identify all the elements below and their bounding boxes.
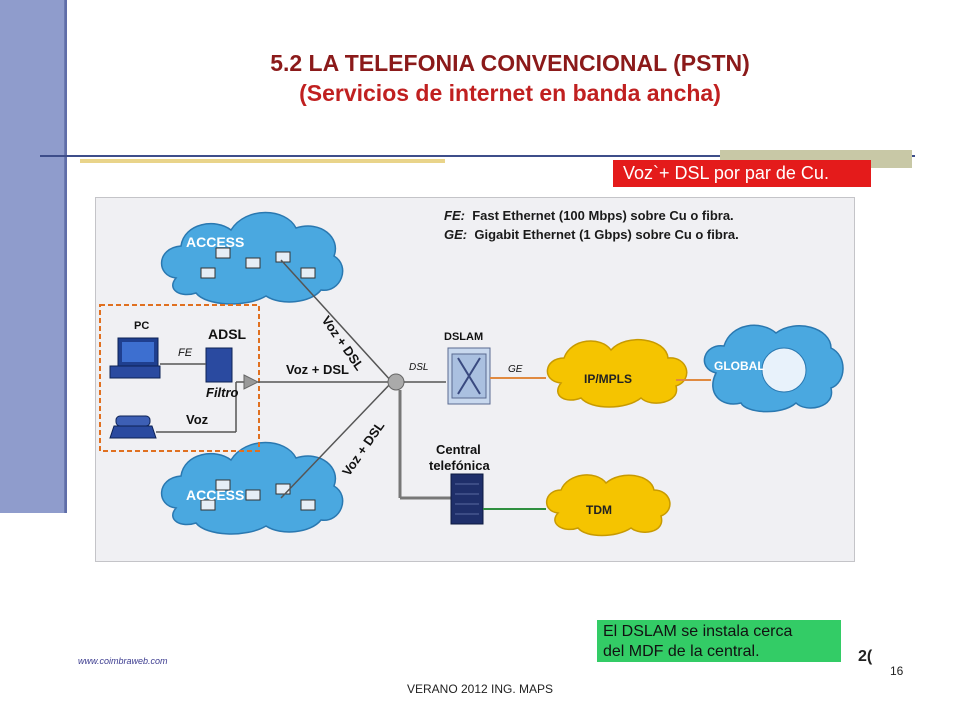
dslam-note-line2: del MDF de la central. (603, 643, 760, 660)
fe-label: FE (178, 347, 193, 359)
network-diagram: FE: Fast Ethernet (100 Mbps) sobre Cu o … (95, 197, 855, 562)
central-office-icon (450, 473, 484, 525)
dsl-label: DSL (409, 362, 429, 373)
dslam-icon (447, 347, 491, 405)
dslam-label: DSLAM (444, 331, 484, 343)
dslam-note: El DSLAM se instala cerca del MDF de la … (597, 620, 841, 662)
pc-icon (109, 337, 161, 379)
source-website: www.coimbraweb.com (78, 656, 168, 666)
legend-fe: FE: Fast Ethernet (100 Mbps) sobre Cu o … (444, 208, 734, 223)
slide-title: 5.2 LA TELEFONIA CONVENCIONAL (PSTN) (270, 50, 750, 76)
global-label: GLOBAL (714, 359, 765, 373)
telefonica-label: telefónica (429, 458, 490, 473)
central-label: Central (436, 442, 481, 457)
network-diagram-graphic (99, 211, 844, 537)
slide-subtitle: (Servicios de internet en banda ancha) (299, 80, 721, 106)
voz-label: Voz (186, 412, 209, 427)
adsl-modem-icon (205, 347, 233, 383)
yellow-accent-line (80, 159, 445, 163)
voz-dsl-link-bottom (280, 381, 393, 499)
ip-mpls-cloud (546, 338, 688, 408)
access-label-top: ACCESS (186, 234, 245, 250)
voz-dsl-banner: Voz`+ DSL por par de Cu. (613, 160, 871, 187)
voz-dsl-label: Voz + DSL (286, 362, 349, 377)
title-divider (40, 155, 915, 157)
pc-label: PC (134, 320, 150, 332)
filtro-label: Filtro (206, 385, 239, 400)
tdm-label: TDM (586, 503, 612, 517)
tdm-cloud (546, 474, 671, 537)
page-partial-number: 2( (858, 648, 873, 665)
globe-icon (761, 347, 807, 393)
access-cloud-top (160, 211, 344, 305)
legend-ge: GE: Gigabit Ethernet (1 Gbps) sobre Cu o… (444, 227, 739, 242)
ip-mpls-label: IP/MPLS (584, 372, 633, 386)
access-cloud-bottom (160, 441, 344, 535)
access-label-bottom: ACCESS (186, 487, 245, 503)
phone-icon (109, 415, 157, 439)
voz-dsl-link-top (280, 259, 393, 383)
page-number: 16 (890, 664, 904, 678)
legend-fe-abbr: FE: (444, 208, 465, 223)
footer-text: VERANO 2012 ING. MAPS (406, 682, 554, 696)
splitter-icon (387, 373, 405, 391)
customer-premises-box (99, 304, 260, 452)
filter-arrow-icon (243, 374, 260, 390)
left-sidebar-band (0, 0, 65, 513)
legend-ge-text: Gigabit Ethernet (1 Gbps) sobre Cu o fib… (474, 227, 739, 242)
dslam-note-line1: El DSLAM se instala cerca (603, 623, 793, 640)
legend-ge-abbr: GE: (444, 227, 468, 242)
legend-fe-text: Fast Ethernet (100 Mbps) sobre Cu o fibr… (472, 208, 734, 223)
ge-label: GE (508, 364, 523, 375)
adsl-label: ADSL (208, 326, 247, 342)
